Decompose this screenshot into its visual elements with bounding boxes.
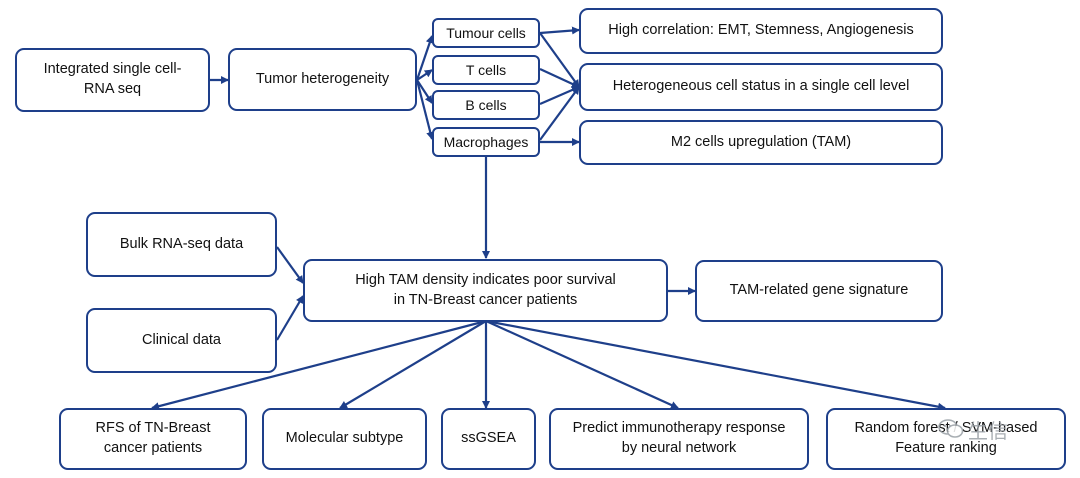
ssgsea-box: ssGSEA bbox=[441, 408, 536, 470]
wechat-logo-icon bbox=[938, 419, 964, 438]
heterogeneous-status-box: Heterogeneous cell status in a single ce… bbox=[579, 63, 943, 111]
t-cells-box: T cells bbox=[432, 55, 540, 85]
clinical-data-box: Clinical data bbox=[86, 308, 277, 373]
tumour-cells-box: Tumour cells bbox=[432, 18, 540, 48]
immunotherapy-box: Predict immunotherapy response by neural… bbox=[549, 408, 809, 470]
m2-upregulation-box: M2 cells upregulation (TAM) bbox=[579, 120, 943, 165]
random-forest-box: Random forest / SVM-based Feature rankin… bbox=[826, 408, 1066, 470]
tam-gene-signature-box: TAM-related gene signature bbox=[695, 260, 943, 322]
macrophages-box: Macrophages bbox=[432, 127, 540, 157]
integrated-scrna-box: Integrated single cell- RNA seq bbox=[15, 48, 210, 112]
b-cells-box: B cells bbox=[432, 90, 540, 120]
molecular-subtype-box: Molecular subtype bbox=[262, 408, 427, 470]
tam-density-box: High TAM density indicates poor survival… bbox=[303, 259, 668, 322]
watermark: 生信 bbox=[938, 412, 1058, 446]
tumor-heterogeneity-box: Tumor heterogeneity bbox=[228, 48, 417, 111]
rfs-box: RFS of TN-Breast cancer patients bbox=[59, 408, 247, 470]
bulk-rnaseq-box: Bulk RNA-seq data bbox=[86, 212, 277, 277]
high-correlation-box: High correlation: EMT, Stemness, Angioge… bbox=[579, 8, 943, 54]
watermark-text: 生信 bbox=[968, 420, 1008, 443]
